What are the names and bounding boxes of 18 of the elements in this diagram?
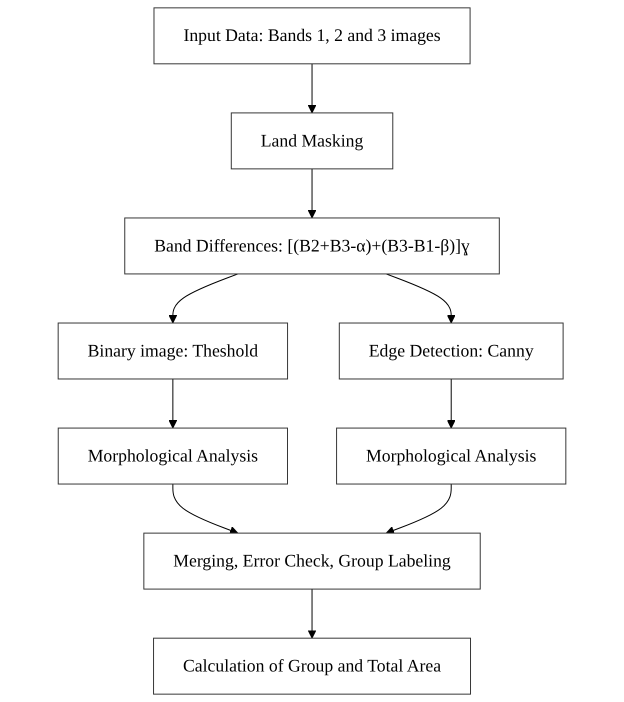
arrow [308, 63, 316, 114]
arrow [308, 588, 316, 639]
arrow [386, 484, 452, 534]
node-box: Calculation of Group and Total Area [153, 638, 471, 695]
node-box: Morphological Analysis [336, 428, 566, 485]
arrow [168, 378, 178, 428]
arrow [308, 168, 316, 218]
node-box: Binary image: Theshold [58, 322, 288, 380]
node-box: Edge Detection: Canny [338, 322, 564, 380]
node-box: Merging, Error Check, Group Labeling [143, 532, 481, 590]
arrow [168, 273, 238, 324]
node-box: Band Differences: [(B2+B3-α)+(B3-B1-β)]ɣ [124, 217, 500, 274]
arrow [172, 484, 238, 534]
node-box: Input Data: Bands 1, 2 and 3 images [154, 7, 471, 64]
arrow [386, 273, 456, 324]
node-box: Morphological Analysis [58, 428, 288, 485]
arrow [446, 378, 456, 428]
node-box: Land Masking [230, 112, 394, 170]
